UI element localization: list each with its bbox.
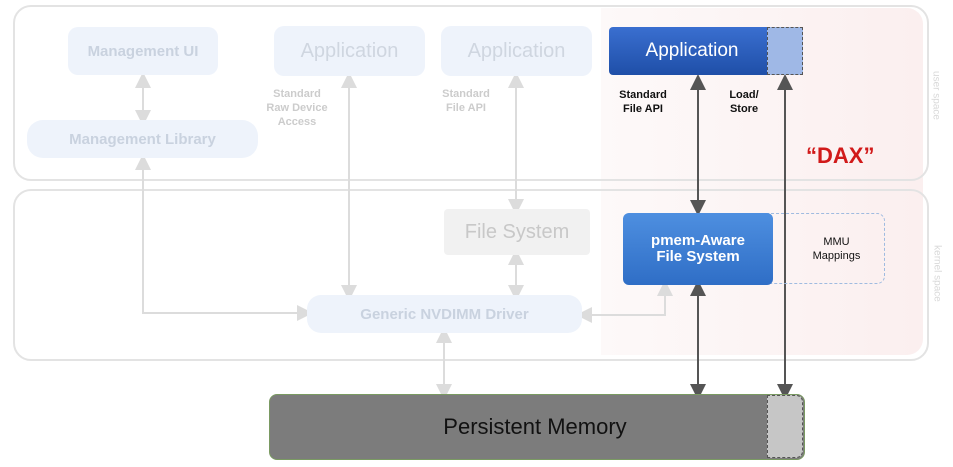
persistent-memory-label: Persistent Memory (443, 414, 627, 439)
dax-label: “DAX” (806, 143, 875, 168)
user-space-layer (13, 5, 929, 181)
raw-device-access-label: Standard Raw Device Access (266, 88, 328, 128)
file-system-box: File System (444, 209, 590, 255)
file-application-box: Application (441, 26, 592, 76)
mmu-mappings-box: MMU Mappings (758, 213, 885, 284)
pmem-aware-fs-box: pmem-Aware File System (623, 213, 773, 285)
application-dax-tab (767, 27, 803, 75)
management-ui-box: Management UI (68, 27, 218, 75)
driver-pmemfs-arrow (576, 280, 673, 323)
dax-application-label: Application (645, 40, 739, 61)
persistent-memory-box: Persistent Memory (269, 394, 805, 460)
file-api-label: Standard File API (442, 88, 490, 114)
dax-file-api-label: Standard File API (619, 89, 667, 115)
raw-application-box: Application (274, 26, 425, 76)
library-driver-arrow (135, 154, 313, 321)
load-store-label: Load/ Store (729, 89, 759, 115)
kernel-space-layer (13, 189, 929, 361)
nvdimm-driver-box: Generic NVDIMM Driver (307, 295, 582, 333)
management-library-box: Management Library (27, 120, 258, 158)
persistent-memory-dax-tab (767, 395, 803, 458)
